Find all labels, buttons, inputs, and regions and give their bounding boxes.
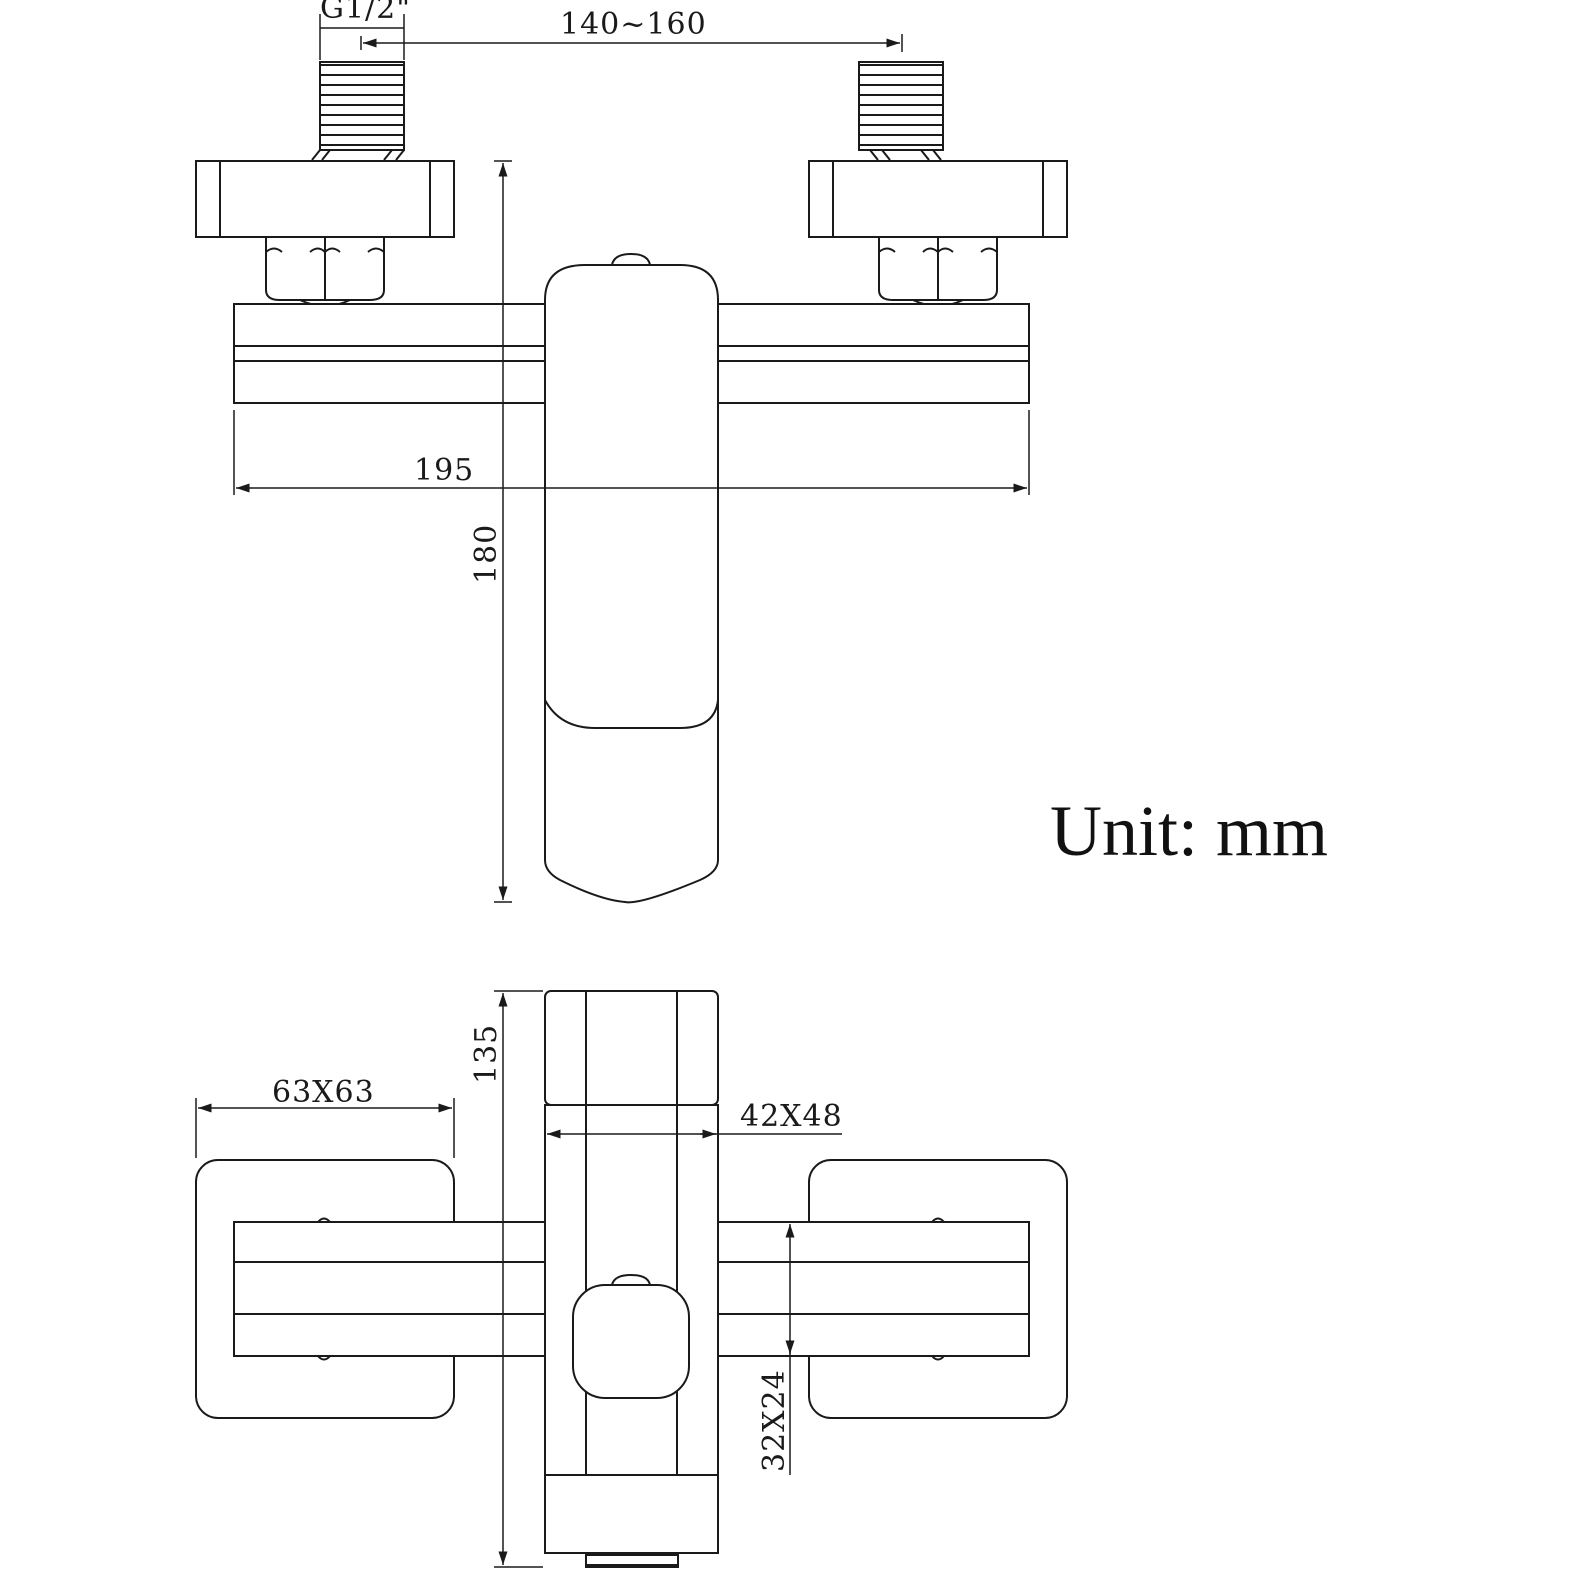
- dim-thread: G1/2": [319, 0, 411, 60]
- dim-total-height-label: 180: [469, 524, 504, 584]
- dim-inlet-spacing-label: 140~160: [560, 7, 707, 42]
- front-view: G1/2" 140~160 195 180: [195, 0, 1068, 904]
- left-inlet-connector: [195, 61, 455, 307]
- top-view: 63X63 135 42X48 32X24: [195, 990, 1068, 1568]
- dim-spout-section: 32X24: [757, 1221, 808, 1475]
- dim-spout-section-label: 32X24: [757, 1369, 792, 1472]
- dim-handle-size-label: 63X63: [272, 1075, 375, 1110]
- handle-top-cap: [544, 990, 719, 1106]
- dim-inlet-spacing: 140~160: [360, 7, 903, 52]
- spout-outlet: [544, 1474, 719, 1568]
- lever-handle: [544, 252, 719, 904]
- dim-bar-width-label: 195: [414, 453, 474, 488]
- dim-handle-size: 63X63: [195, 1075, 455, 1158]
- dim-valve-section: 42X48: [547, 1099, 843, 1139]
- dim-bar-width: 195: [233, 410, 1030, 495]
- dim-thread-label: G1/2": [320, 0, 411, 26]
- dim-valve-depth-label: 135: [469, 1024, 504, 1084]
- dim-total-height: 180: [469, 160, 512, 903]
- unit-label: Unit: mm: [1050, 791, 1328, 871]
- valve-body: [544, 1104, 719, 1476]
- dim-valve-depth: 135: [469, 990, 543, 1568]
- right-inlet-connector: [808, 61, 1068, 307]
- dim-valve-section-label: 42X48: [740, 1099, 843, 1134]
